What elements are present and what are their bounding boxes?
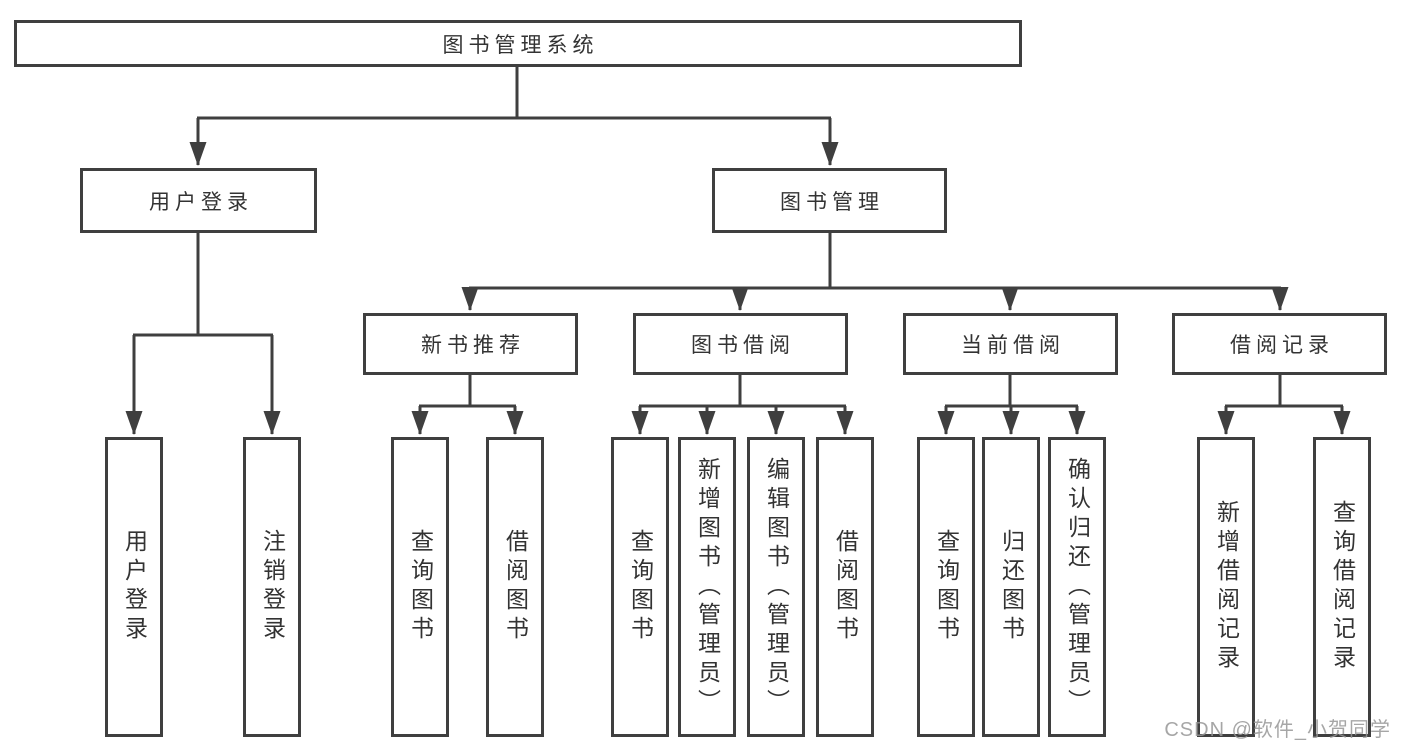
leaf-query-books-current: 查询图书 [917,437,975,737]
leaf-query-borrow-record: 查询借阅记录 [1313,437,1371,737]
leaf-add-borrow-record: 新增借阅记录 [1197,437,1255,737]
node-user-login: 用户登录 [80,168,317,233]
leaf-query-books-recommend: 查询图书 [391,437,449,737]
csdn-watermark: CSDN @软件_小贺同学 [1164,719,1391,741]
node-borrowing-records: 借阅记录 [1172,313,1387,375]
leaf-user-login: 用户登录 [105,437,163,737]
leaf-add-books-admin: 新增图书（管理员） [678,437,736,737]
node-book-management: 图书管理 [712,168,947,233]
node-current-borrowing: 当前借阅 [903,313,1118,375]
leaf-borrow-books-borrowing: 借阅图书 [816,437,874,737]
leaf-return-books: 归还图书 [982,437,1040,737]
node-book-borrowing: 图书借阅 [633,313,848,375]
leaf-confirm-return-admin: 确认归还（管理员） [1048,437,1106,737]
leaf-borrow-books-recommend: 借阅图书 [486,437,544,737]
node-new-book-recommend: 新书推荐 [363,313,578,375]
leaf-query-books-borrowing: 查询图书 [611,437,669,737]
node-library-system: 图书管理系统 [14,20,1022,67]
leaf-logout-login: 注销登录 [243,437,301,737]
leaf-edit-books-admin: 编辑图书（管理员） [747,437,805,737]
